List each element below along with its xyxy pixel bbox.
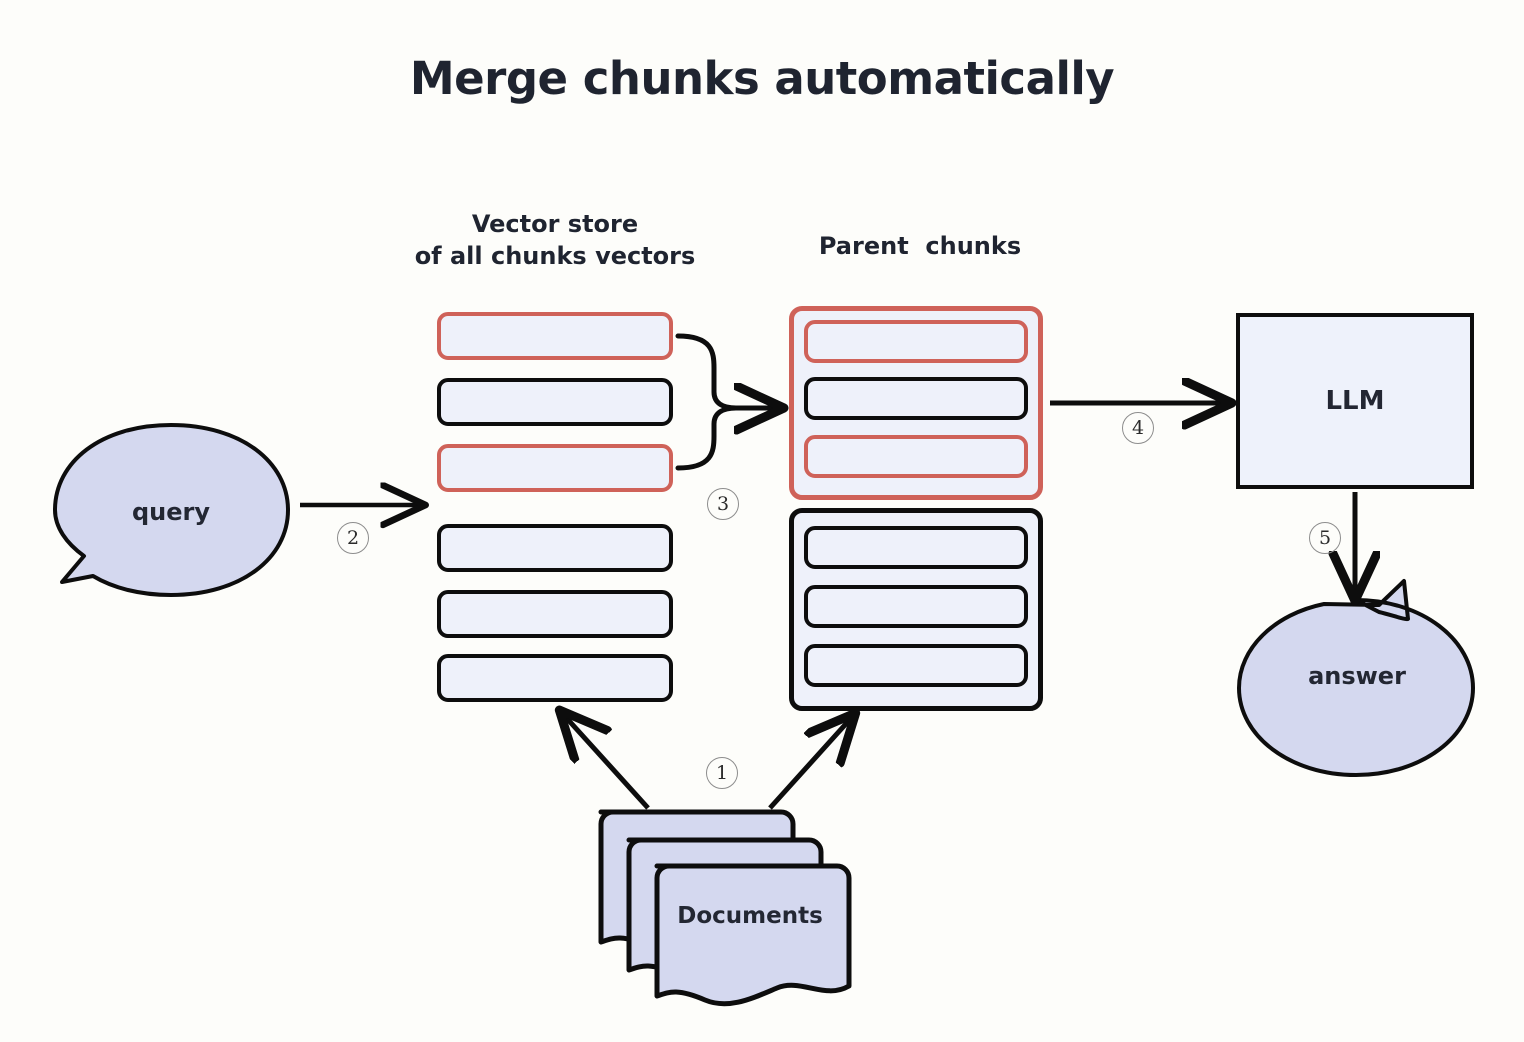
vector-chunk-1[interactable] [437, 312, 673, 360]
page-title: Merge chunks automatically [409, 52, 1115, 105]
vector-chunk-3[interactable] [437, 444, 673, 492]
parent-chunk-1-1[interactable] [804, 320, 1028, 363]
answer-node[interactable]: answer [1230, 583, 1484, 753]
parent-chunk-1-3[interactable] [804, 435, 1028, 478]
step-badge-5: 5 [1309, 522, 1341, 554]
parent-chunks-caption: Parent chunks [818, 232, 1022, 260]
step-badge-1: 1 [706, 757, 738, 789]
step-badge-3: 3 [707, 488, 739, 520]
parent-chunk-group-2[interactable] [789, 508, 1043, 711]
step-badge-4: 4 [1122, 412, 1154, 444]
parent-chunk-group-1[interactable] [789, 306, 1043, 500]
parent-chunk-2-2[interactable] [804, 585, 1028, 628]
documents-node[interactable]: Documents [590, 803, 858, 989]
arrow-documents-to-parent-chunks [768, 716, 853, 810]
query-label: query [131, 498, 211, 526]
vector-chunk-4[interactable] [437, 524, 673, 572]
parent-chunk-2-1[interactable] [804, 526, 1028, 569]
documents-label: Documents [677, 903, 823, 929]
parent-chunk-1-2[interactable] [804, 377, 1028, 420]
answer-label: answer [1308, 662, 1406, 690]
query-node[interactable]: query [44, 425, 298, 595]
step-badge-2: 2 [337, 522, 369, 554]
vector-chunk-6[interactable] [437, 654, 673, 702]
parent-chunk-2-3[interactable] [804, 644, 1028, 687]
llm-node[interactable]: LLM [1236, 313, 1474, 489]
vector-store-caption: Vector store of all chunks vectors [414, 210, 696, 270]
arrow-documents-to-vector-store [562, 713, 650, 810]
merge-connector [675, 333, 780, 471]
vector-chunk-5[interactable] [437, 590, 673, 638]
vector-chunk-2[interactable] [437, 378, 673, 426]
